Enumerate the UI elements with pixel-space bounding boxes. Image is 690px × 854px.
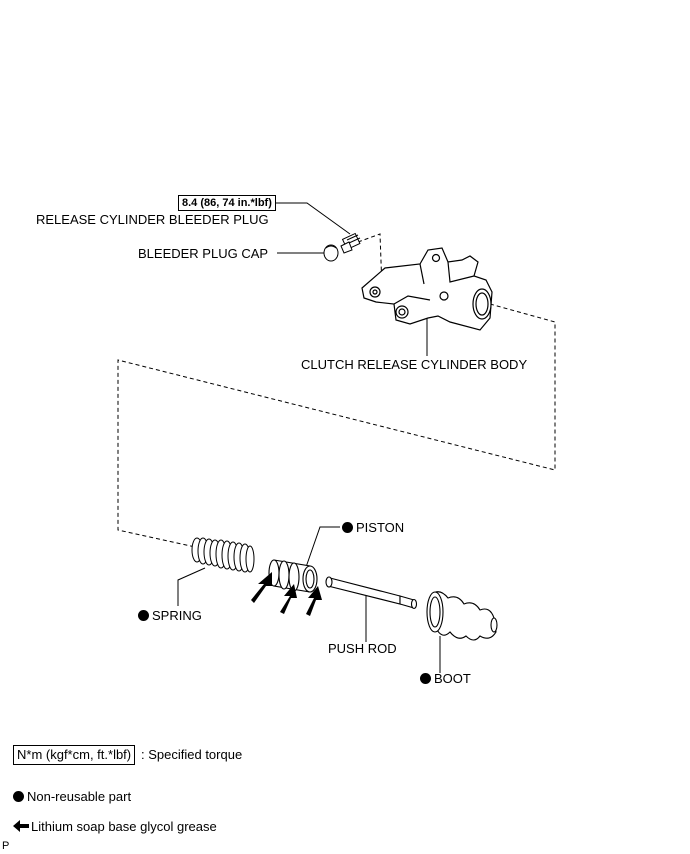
torque-spec-box: 8.4 (86, 74 in.*lbf) [178, 195, 276, 211]
grease-arrow-icon [13, 820, 29, 832]
non-reusable-dot-icon [420, 673, 431, 684]
bleeder-cap [323, 244, 339, 262]
boot-label-row: BOOT [420, 671, 471, 687]
spring-label-row: SPRING [138, 608, 202, 624]
bleeder-cap-label: BLEEDER PLUG CAP [138, 246, 269, 261]
spring [191, 537, 255, 573]
torque-leader-line [274, 202, 351, 235]
spring-leader-line [177, 567, 206, 606]
push-rod-label: PUSH ROD [328, 641, 397, 656]
bleeder-plug-label: RELEASE CYLINDER BLEEDER PLUG [36, 212, 269, 227]
piston-leader-line [304, 526, 340, 571]
legend-torque-desc: : Specified torque [141, 747, 243, 762]
legend-torque-unit-box: N*m (kgf*cm, ft.*lbf) [13, 745, 136, 765]
legend-grease-row: Lithium soap base glycol grease [13, 819, 217, 835]
push-rod [325, 576, 418, 610]
boot [426, 591, 498, 641]
piston-label: PISTON [356, 520, 405, 535]
non-reusable-dot-icon [138, 610, 149, 621]
grease-arrows [251, 572, 322, 616]
cylinder-body [361, 247, 493, 331]
legend-non-reusable: Non-reusable part [27, 789, 132, 804]
bleeder-plug [340, 232, 361, 254]
boot-label: BOOT [434, 671, 471, 686]
alignment-dashed-lines [117, 233, 556, 549]
non-reusable-dot-icon [342, 522, 353, 533]
cylinder-body-label: CLUTCH RELEASE CYLINDER BODY [301, 357, 528, 372]
piston-label-row: PISTON [342, 520, 404, 536]
legend-grease: Lithium soap base glycol grease [31, 819, 217, 834]
non-reusable-dot-icon [13, 791, 24, 802]
piston [268, 559, 318, 593]
corner-mark: P [2, 840, 10, 852]
spring-label: SPRING [152, 608, 202, 623]
legend-non-reusable-row: Non-reusable part [13, 789, 131, 805]
